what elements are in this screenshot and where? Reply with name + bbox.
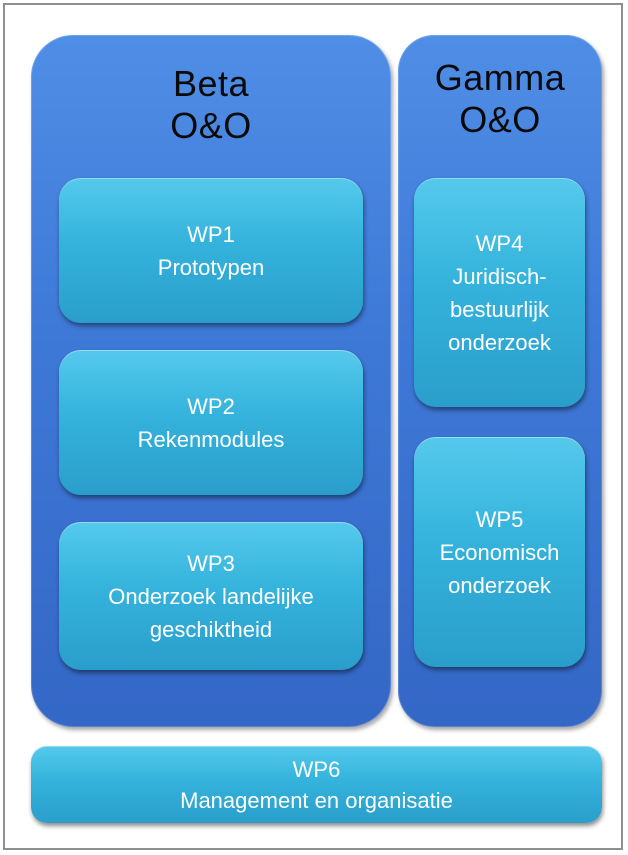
wp6-label-line1: Management en organisatie <box>180 787 453 813</box>
wp3-label-line1: Onderzoek landelijke <box>108 583 314 609</box>
wp4-label-line1: Juridisch- <box>452 263 547 289</box>
wp3-label-line2: geschiktheid <box>149 616 273 642</box>
wp1-box: WP1 Prototypen <box>59 178 363 323</box>
wp2-code: WP2 <box>187 393 235 419</box>
wp4-label-line2: bestuurlijk <box>449 296 550 322</box>
wp1-code: WP1 <box>187 221 235 247</box>
beta-panel-title: Beta O&O <box>31 63 391 147</box>
wp2-label-line1: Rekenmodules <box>137 426 285 452</box>
wp6-box: WP6 Management en organisatie <box>31 746 602 823</box>
wp4-code: WP4 <box>475 230 524 256</box>
wp4-box: WP4 Juridisch- bestuurlijk onderzoek <box>414 178 585 407</box>
wp3-box: WP3 Onderzoek landelijke geschiktheid <box>59 522 363 670</box>
wp2-box: WP2 Rekenmodules <box>59 350 363 495</box>
gamma-title-line1: Gamma <box>434 57 566 98</box>
wp6-code: WP6 <box>292 756 341 782</box>
wp5-code: WP5 <box>475 506 524 532</box>
wp3-code: WP3 <box>187 550 235 576</box>
gamma-title-line2: O&O <box>459 99 541 140</box>
wp4-label-line3: onderzoek <box>448 329 551 355</box>
beta-title-line2: O&O <box>170 105 252 146</box>
wp5-label-line1: Economisch <box>439 539 560 565</box>
wp5-box: WP5 Economisch onderzoek <box>414 437 585 667</box>
wp5-label-line2: onderzoek <box>448 572 551 598</box>
gamma-panel-title: Gamma O&O <box>398 57 602 141</box>
wp1-label-line1: Prototypen <box>157 254 265 280</box>
beta-title-line1: Beta <box>172 63 250 104</box>
